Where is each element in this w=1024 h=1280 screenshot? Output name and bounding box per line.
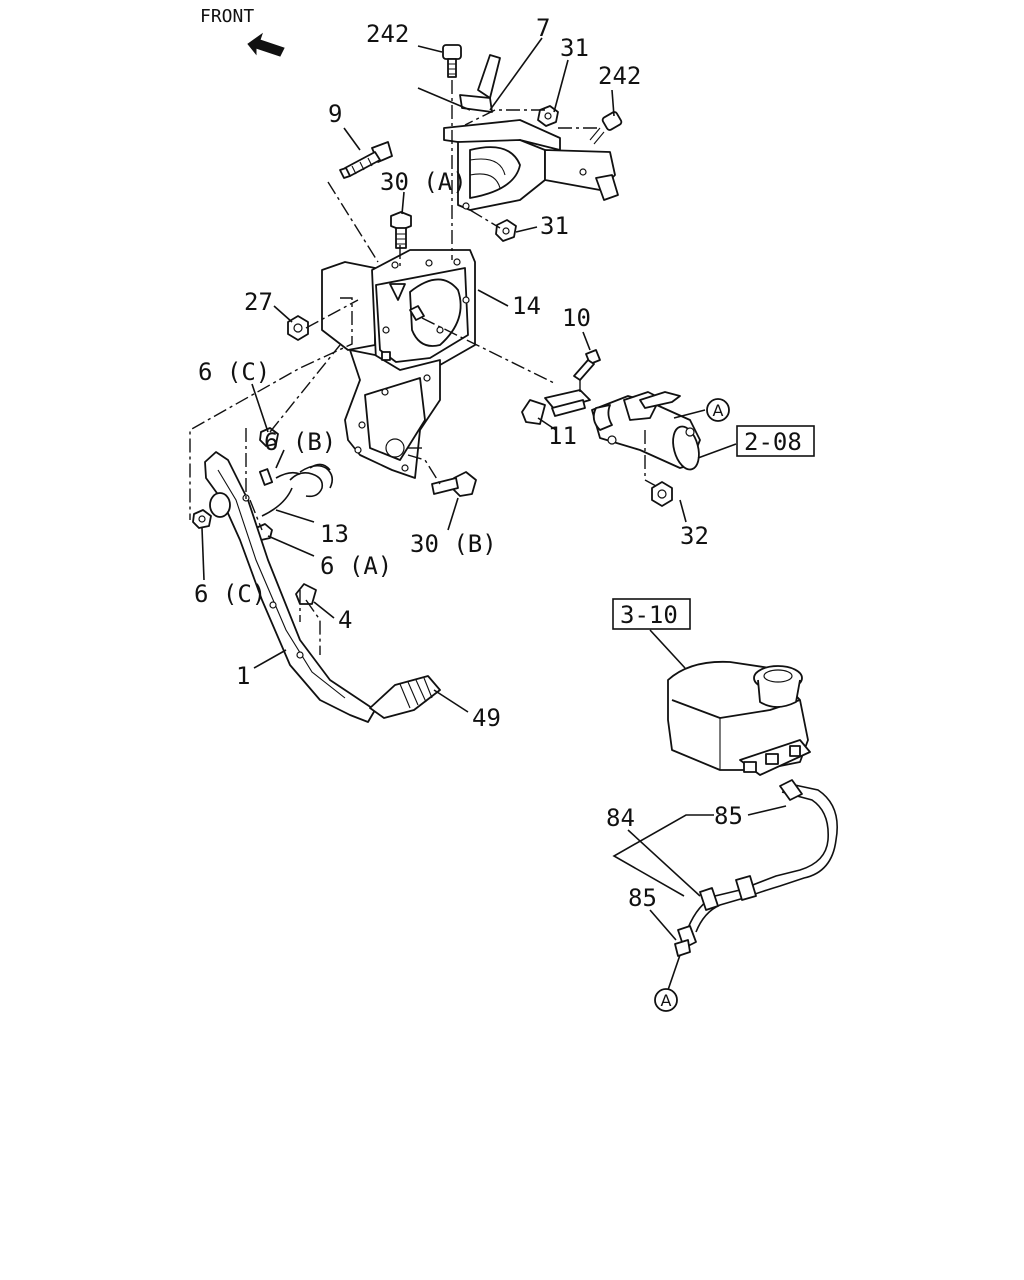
nut-31-mid	[495, 219, 517, 242]
label-30b: 30 (B)	[410, 530, 497, 558]
label-49: 49	[472, 704, 501, 732]
bolt-9	[339, 141, 393, 179]
label-27: 27	[244, 288, 273, 316]
label-13: 13	[320, 520, 349, 548]
hose-part-84	[674, 779, 838, 957]
bushing-6c-upper	[259, 427, 279, 447]
label-6c-upper: 6 (C)	[198, 358, 270, 386]
connector-a-lower-label: A	[661, 991, 672, 1010]
label-31-mid: 31	[540, 212, 569, 240]
nut-31-top	[537, 105, 559, 127]
label-85-upper: 85	[714, 802, 743, 830]
clutch-fluid-reservoir	[667, 660, 811, 776]
label-84: 84	[606, 804, 635, 832]
assembly-lines	[189, 80, 657, 655]
pin-6b	[258, 468, 274, 486]
label-11: 11	[548, 422, 577, 450]
upper-bracket-part-7	[443, 54, 619, 211]
bushing-6c-lower	[192, 509, 212, 529]
label-85-lower: 85	[628, 884, 657, 912]
label-7: 7	[536, 14, 550, 42]
bolt-30a	[390, 211, 412, 249]
clutch-pedal-arm-part-1	[204, 451, 376, 723]
reference-box-2-08[interactable]: 2-08	[736, 425, 815, 457]
pushrod-clevis-part-11	[521, 389, 591, 425]
bolt-30b	[431, 471, 477, 497]
label-10: 10	[562, 304, 591, 332]
label-30a: 30 (A)	[380, 168, 467, 196]
label-242-right: 242	[598, 62, 641, 90]
label-32: 32	[680, 522, 709, 550]
reference-3-10-label: 3-10	[620, 601, 678, 629]
reference-2-08-label: 2-08	[744, 428, 802, 456]
pedal-bracket-part-14	[321, 249, 476, 479]
connector-a-upper: A	[706, 398, 730, 422]
label-6a: 6 (A)	[320, 552, 392, 580]
return-spring-part-13	[261, 463, 334, 517]
connector-a-upper-label: A	[713, 401, 724, 420]
reference-box-3-10[interactable]: 3-10	[612, 598, 691, 630]
label-9: 9	[328, 100, 342, 128]
label-31-top: 31	[560, 34, 589, 62]
label-6b: 6 (B)	[264, 428, 336, 456]
bolt-10	[573, 349, 601, 381]
leader-lines	[201, 37, 787, 991]
label-1: 1	[236, 662, 250, 690]
bolt-242-right	[589, 111, 623, 145]
front-arrow-icon	[247, 32, 285, 57]
label-6c-lower: 6 (C)	[194, 580, 266, 608]
nut-32	[651, 481, 673, 507]
label-242-top: 242	[366, 20, 409, 48]
clutch-master-cylinder	[591, 391, 701, 471]
label-4: 4	[338, 606, 352, 634]
front-direction-indicator: FRONT	[200, 6, 285, 57]
label-14: 14	[512, 292, 541, 320]
pedal-pad-part-49	[369, 675, 441, 719]
connector-a-lower: A	[654, 988, 678, 1012]
front-label: FRONT	[200, 6, 254, 27]
bolt-242-top	[442, 44, 462, 78]
callout-labels: 242 7 31 242 9 30 (A) 31 27 14 10 6 (C) …	[194, 14, 743, 912]
nut-27	[287, 315, 309, 341]
